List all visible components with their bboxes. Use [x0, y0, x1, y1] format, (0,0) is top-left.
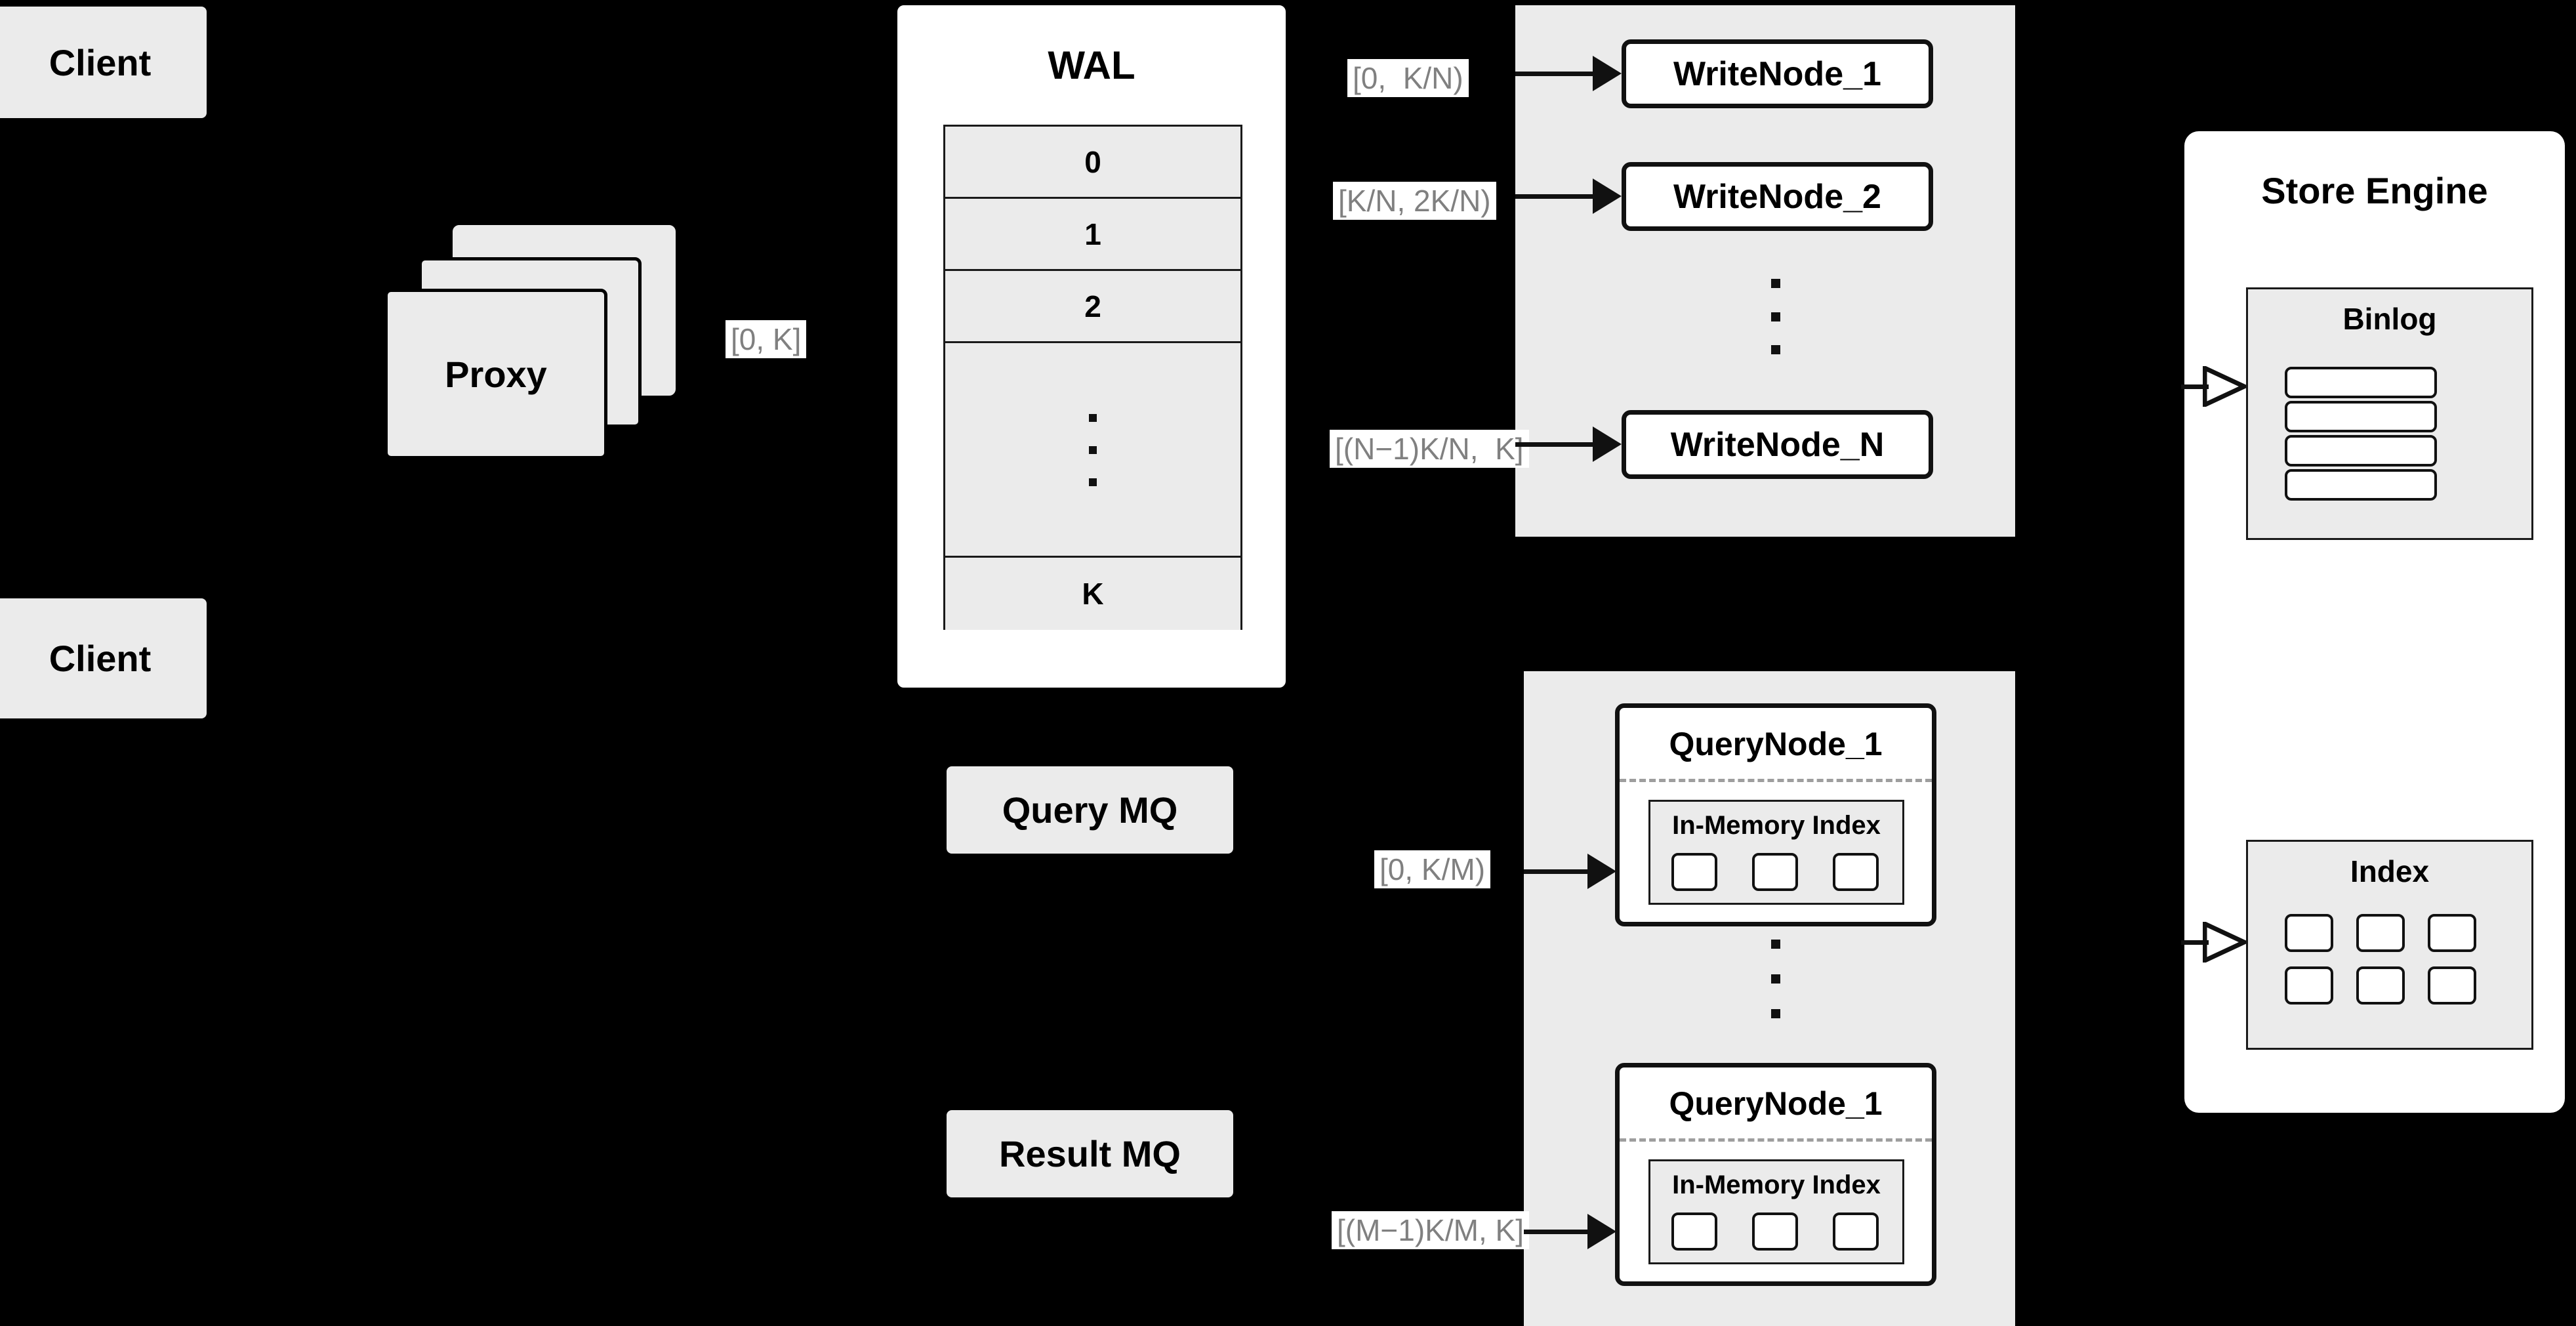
index-title: Index: [2350, 854, 2430, 888]
query-node-m-in-memory-index-title: In-Memory Index: [1672, 1171, 1881, 1199]
edge-label-write-node-n: [(N−1)K/N, K]: [1330, 430, 1529, 468]
query-node-m-label: QueryNode_1: [1669, 1085, 1883, 1122]
query-node-1-label: QueryNode_1: [1669, 726, 1883, 762]
edge-label-proxy-to-wal: [0, K]: [726, 320, 807, 358]
wal-panel: WAL 0 1 2 K: [897, 5, 1286, 688]
proxy-node[interactable]: Proxy: [384, 289, 607, 459]
index-chip[interactable]: [1671, 1212, 1717, 1251]
write-node-n[interactable]: WriteNode_N: [1622, 410, 1933, 479]
arrow-head-write-node-1: [1593, 56, 1622, 91]
query-mq-label: Query MQ: [1002, 789, 1178, 831]
wal-row-label: 2: [1084, 289, 1101, 323]
wal-title: WAL: [1048, 43, 1135, 87]
edge-label-query-node-m: [(M−1)K/M, K]: [1332, 1211, 1529, 1249]
arrow-line-to-binlog: [2181, 384, 2209, 389]
query-node-1[interactable]: QueryNode_1 In-Memory Index: [1615, 703, 1936, 926]
binlog-row[interactable]: [2285, 469, 2437, 501]
query-node-m-divider: [1620, 1138, 1932, 1142]
write-node-2-label: WriteNode_2: [1673, 177, 1881, 216]
edge-label-write-node-2-text: [K/N, 2K/N): [1338, 184, 1491, 218]
proxy-label: Proxy: [445, 353, 547, 395]
edge-label-query-node-1-text: [0, K/M): [1380, 852, 1486, 886]
index-chip[interactable]: [2356, 966, 2405, 1005]
edge-label-write-node-n-text: [(N−1)K/N, K]: [1335, 432, 1524, 466]
arrow-head-query-node-1: [1587, 854, 1616, 889]
client-node-2[interactable]: Client: [0, 598, 207, 718]
index-chip[interactable]: [1833, 1212, 1879, 1251]
binlog-row[interactable]: [2285, 435, 2437, 466]
edge-label-write-node-2: [K/N, 2K/N): [1333, 182, 1496, 220]
wal-row-list: 0 1 2 K: [943, 125, 1242, 630]
wal-row-label: 0: [1084, 144, 1101, 179]
index-chip[interactable]: [1752, 853, 1798, 891]
client-node-1[interactable]: Client: [0, 7, 207, 118]
edge-label-query-node-m-text: [(M−1)K/M, K]: [1337, 1213, 1524, 1247]
wal-row[interactable]: 0: [945, 127, 1240, 199]
query-node-1-in-memory-index-title: In-Memory Index: [1672, 811, 1881, 840]
query-cluster-ellipsis-icon: [1771, 940, 1780, 1018]
query-mq-node[interactable]: Query MQ: [947, 766, 1233, 854]
edge-label-query-node-1: [0, K/M): [1374, 850, 1491, 888]
wal-row-label: K: [1082, 577, 1104, 611]
write-cluster-ellipsis-icon: [1771, 279, 1780, 354]
result-mq-node[interactable]: Result MQ: [947, 1110, 1233, 1197]
query-node-m[interactable]: QueryNode_1 In-Memory Index: [1615, 1063, 1936, 1286]
client-node-2-label: Client: [49, 638, 152, 679]
arrow-line-to-index: [2181, 940, 2209, 945]
index-chip[interactable]: [1833, 853, 1879, 891]
edge-label-write-node-1-text: [0, K/N): [1353, 61, 1463, 95]
arrow-head-write-node-n: [1593, 426, 1622, 462]
index-chip[interactable]: [2356, 914, 2405, 952]
write-node-2[interactable]: WriteNode_2: [1622, 162, 1933, 231]
binlog-title: Binlog: [2342, 302, 2437, 336]
write-node-1[interactable]: WriteNode_1: [1622, 39, 1933, 108]
query-node-1-divider: [1620, 779, 1932, 782]
arrow-head-write-node-2: [1593, 178, 1622, 214]
arrow-line-query-node-m: [1524, 1230, 1589, 1234]
arrow-head-query-node-m: [1587, 1214, 1616, 1249]
store-engine-panel: Store Engine Binlog Index: [2184, 131, 2565, 1113]
index-chip[interactable]: [2285, 914, 2333, 952]
wal-row[interactable]: K: [945, 558, 1240, 630]
write-node-n-label: WriteNode_N: [1670, 425, 1885, 464]
client-node-1-label: Client: [49, 41, 152, 83]
binlog-box: Binlog: [2246, 287, 2533, 540]
arrow-line-write-node-2: [1515, 194, 1594, 199]
index-chip[interactable]: [1752, 1212, 1798, 1251]
index-chip[interactable]: [2285, 966, 2333, 1005]
index-chip[interactable]: [1671, 853, 1717, 891]
arrow-line-query-node-1: [1524, 869, 1589, 874]
wal-row[interactable]: 2: [945, 271, 1240, 343]
binlog-row[interactable]: [2285, 367, 2437, 398]
index-chip[interactable]: [2428, 966, 2476, 1005]
write-node-1-label: WriteNode_1: [1673, 54, 1881, 93]
arrow-line-write-node-n: [1515, 442, 1594, 447]
index-chip[interactable]: [2428, 914, 2476, 952]
arrow-line-write-node-1: [1515, 72, 1594, 76]
query-node-1-in-memory-index: In-Memory Index: [1648, 800, 1904, 905]
wal-row[interactable]: 1: [945, 199, 1240, 271]
query-node-m-in-memory-index: In-Memory Index: [1648, 1159, 1904, 1264]
edge-label-proxy-to-wal-text: [0, K]: [731, 322, 802, 356]
wal-row-label: 1: [1084, 217, 1101, 251]
binlog-row[interactable]: [2285, 401, 2437, 432]
store-engine-title: Store Engine: [2261, 170, 2488, 211]
edge-label-write-node-1: [0, K/N): [1347, 59, 1469, 97]
wal-row-ellipsis: [945, 343, 1240, 558]
vertical-ellipsis-icon: [1089, 414, 1097, 486]
result-mq-label: Result MQ: [999, 1133, 1181, 1174]
index-box: Index: [2246, 840, 2533, 1050]
